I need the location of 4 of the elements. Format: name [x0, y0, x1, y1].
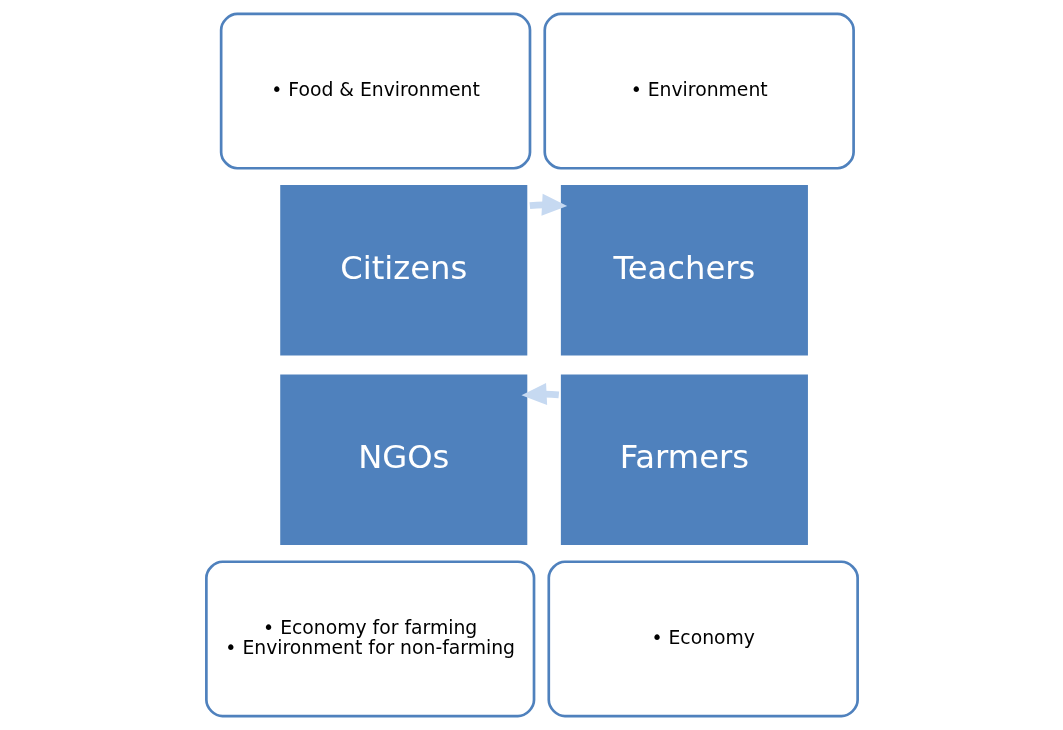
node-box: • Economy for farming • Environment for non-farming [204, 560, 535, 718]
node-box: • Economy [546, 560, 859, 718]
node-box: • Environment [542, 12, 855, 170]
node-box: • Food & Environment [219, 12, 531, 170]
